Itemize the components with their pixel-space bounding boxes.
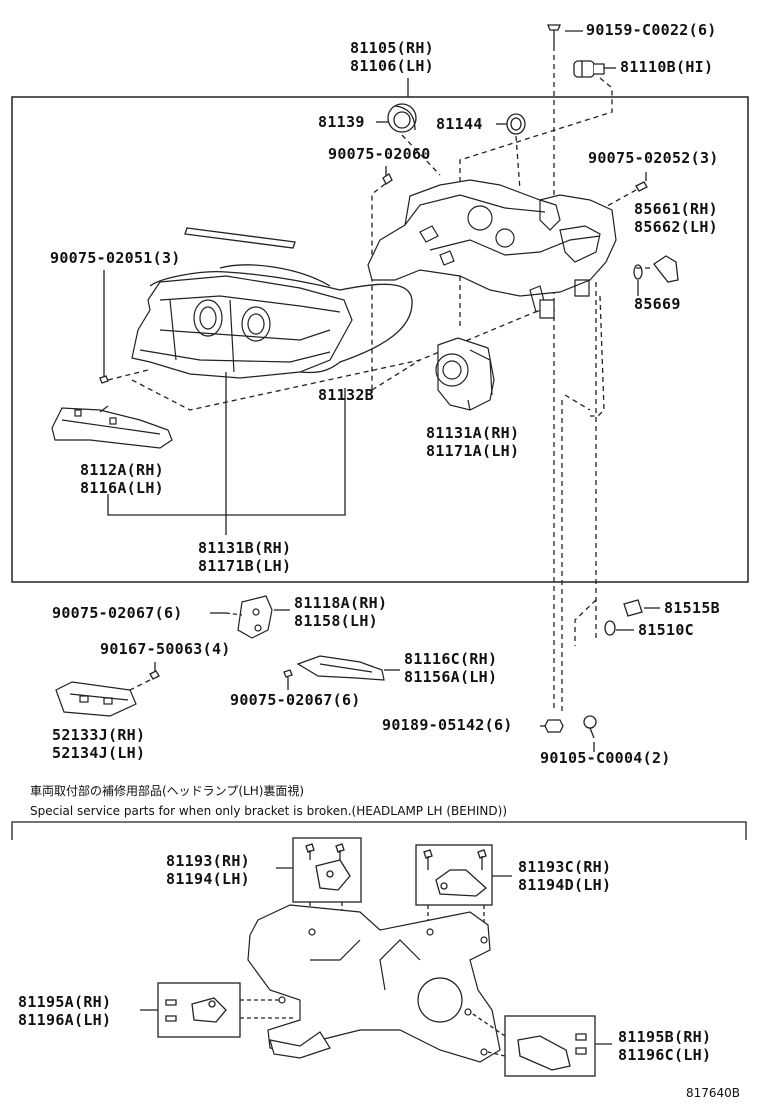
label-90075-02067-b: 90075-02067(6) xyxy=(230,691,361,709)
bulb-81110b-icon xyxy=(573,60,605,78)
label-81196a: 81196A(LH) xyxy=(18,1011,112,1029)
label-8112a: 8112A(RH) xyxy=(80,461,164,479)
screw-90075-02051-icon xyxy=(99,375,109,384)
bulb-81510c-icon xyxy=(604,620,616,636)
bracket-85661-icon xyxy=(653,255,679,283)
note-japanese: 車両取付部の補修用部品(ヘッドランプ(LH)裏面視) xyxy=(30,784,305,798)
label-81106: 81106(LH) xyxy=(350,57,434,75)
bracket-81116c-icon xyxy=(296,655,385,681)
label-81131a: 81131A(RH) xyxy=(426,424,520,442)
diagram-code: 817640B xyxy=(686,1086,741,1100)
label-81139: 81139 xyxy=(318,113,365,131)
socket-81515b-icon xyxy=(623,599,643,617)
label-81132b: 81132B xyxy=(318,386,374,404)
cap-81144-icon xyxy=(506,113,526,135)
note-english: Special service parts for when only brac… xyxy=(30,804,508,818)
trim-strip-icon xyxy=(184,227,296,249)
nut-90189-icon xyxy=(544,719,564,733)
assembly-frame xyxy=(11,96,749,583)
box-81193c xyxy=(415,844,493,906)
housing-rear-icon xyxy=(247,904,501,1063)
label-90159: 90159-C0022(6) xyxy=(586,21,717,39)
label-90189: 90189-05142(6) xyxy=(382,716,513,734)
label-8116a: 8116A(LH) xyxy=(80,479,164,497)
ring-85669-icon xyxy=(633,264,643,280)
label-52133j: 52133J(RH) xyxy=(52,726,146,744)
projector-81131a-icon xyxy=(435,337,495,411)
screw-90075-02060-icon xyxy=(382,173,393,185)
label-90075-02051: 90075-02051(3) xyxy=(50,249,181,267)
label-81110b: 81110B(HI) xyxy=(620,58,714,76)
bolt-90105-icon xyxy=(583,715,597,739)
label-90075-02060: 90075-02060 xyxy=(328,145,431,163)
seal-ring-81139-icon xyxy=(387,103,417,133)
label-81156a: 81156A(LH) xyxy=(404,668,498,686)
label-81194: 81194(LH) xyxy=(166,870,250,888)
bracket-81195b-icon xyxy=(517,1033,587,1071)
label-81194d: 81194D(LH) xyxy=(518,876,612,894)
box-81195b xyxy=(504,1015,596,1077)
screw-90159-icon xyxy=(547,24,561,46)
label-85662: 85662(LH) xyxy=(634,218,718,236)
bracket-52133j-icon xyxy=(55,681,137,717)
label-85669: 85669 xyxy=(634,295,681,313)
bracket-81193-icon xyxy=(305,843,351,891)
label-81158: 81158(LH) xyxy=(294,612,378,630)
bracket-8112a-icon xyxy=(51,405,173,449)
label-81105: 81105(RH) xyxy=(350,39,434,57)
box-81193 xyxy=(292,837,362,903)
label-81510c: 81510C xyxy=(638,621,694,639)
label-52134j: 52134J(LH) xyxy=(52,744,146,762)
label-81193c: 81193C(RH) xyxy=(518,858,612,876)
label-81196c: 81196C(LH) xyxy=(618,1046,712,1064)
bracket-81195a-icon xyxy=(165,997,227,1023)
screw-90075-02067-icon xyxy=(283,669,293,678)
headlamp-housing-icon xyxy=(367,179,617,319)
label-85661: 85661(RH) xyxy=(634,200,718,218)
label-81515b: 81515B xyxy=(664,599,720,617)
label-81116c: 81116C(RH) xyxy=(404,650,498,668)
bracket-81118a-icon xyxy=(237,595,273,639)
label-81144: 81144 xyxy=(436,115,483,133)
screw-90167-icon xyxy=(149,670,160,680)
service-parts-frame xyxy=(11,821,747,840)
label-90075-02067-a: 90075-02067(6) xyxy=(52,604,183,622)
label-81193: 81193(RH) xyxy=(166,852,250,870)
label-81195a: 81195A(RH) xyxy=(18,993,112,1011)
label-81118a: 81118A(RH) xyxy=(294,594,388,612)
label-81171a: 81171A(LH) xyxy=(426,442,520,460)
label-90167: 90167-50063(4) xyxy=(100,640,231,658)
label-81195b: 81195B(RH) xyxy=(618,1028,712,1046)
label-90105: 90105-C0004(2) xyxy=(540,749,671,767)
label-90075-02052: 90075-02052(3) xyxy=(588,149,719,167)
lamp-unit-81131b-icon xyxy=(131,275,353,379)
label-81131b: 81131B(RH) xyxy=(198,539,292,557)
screw-90075-02052-icon xyxy=(635,181,648,192)
bracket-81193c-icon xyxy=(423,849,488,897)
label-81171b: 81171B(LH) xyxy=(198,557,292,575)
